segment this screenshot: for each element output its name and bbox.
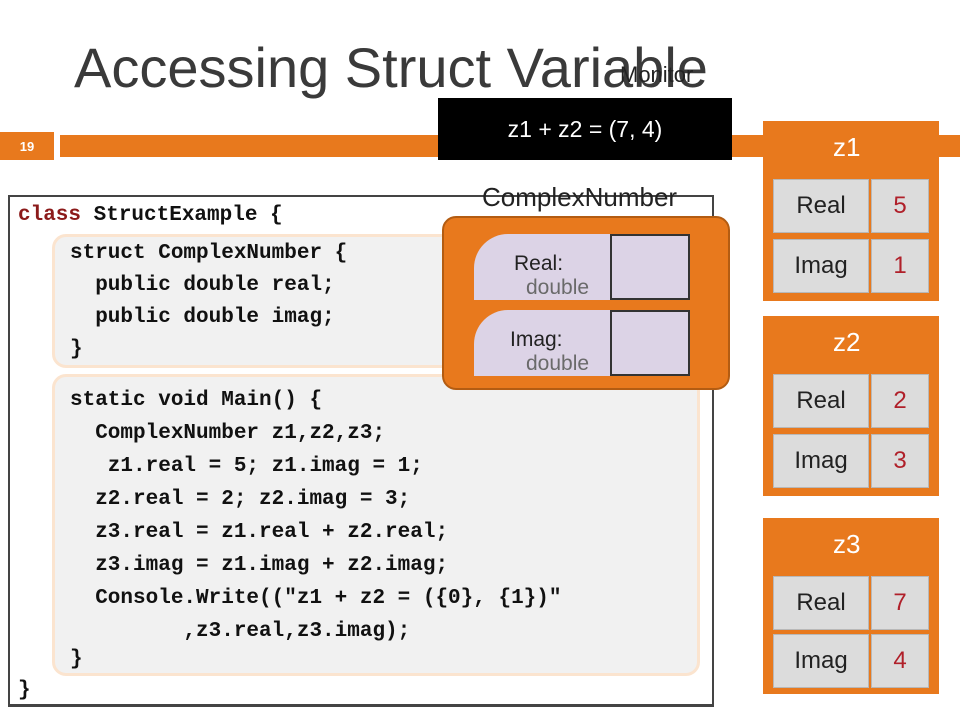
monitor-label: Monitor xyxy=(620,62,694,87)
variable-z3: z3 Real 7 Imag 4 xyxy=(763,518,939,694)
imag-value: 4 xyxy=(871,634,929,688)
real-label: Real xyxy=(773,374,869,428)
field-imag-name: Imag: xyxy=(510,328,563,351)
main-code-line: z3.real = z1.real + z2.real; xyxy=(70,521,449,544)
imag-value: 1 xyxy=(871,239,929,293)
field-real-type: double xyxy=(526,276,590,299)
real-value: 7 xyxy=(871,576,929,630)
class-keyword: class xyxy=(18,204,82,227)
main-code-line: static void Main() { xyxy=(70,389,323,412)
real-value: 5 xyxy=(871,179,929,233)
real-label: Real xyxy=(773,179,869,233)
struct-diagram-title: ComplexNumber xyxy=(482,182,678,212)
variable-name: z2 xyxy=(833,327,861,357)
field-real-name: Real: xyxy=(514,252,564,275)
variable-z1: z1 Real 5 Imag 1 xyxy=(763,121,939,301)
real-value: 2 xyxy=(871,374,929,428)
variable-z2: z2 Real 2 Imag 3 xyxy=(763,316,939,496)
field-real-tab xyxy=(474,234,612,300)
variable-name: z1 xyxy=(833,132,861,162)
main-code-line: Console.Write(("z1 + z2 = ({0}, {1})" xyxy=(70,587,562,610)
struct-code-line: public double real; xyxy=(70,274,335,297)
imag-label: Imag xyxy=(773,239,869,293)
struct-code-line: } xyxy=(70,338,83,361)
class-name: StructExample { xyxy=(81,204,283,227)
main-code-line: z2.real = 2; z2.imag = 3; xyxy=(70,488,411,511)
main-code-line: } xyxy=(70,648,83,671)
main-code-line: z3.imag = z1.imag + z2.imag; xyxy=(70,554,449,577)
real-label: Real xyxy=(773,576,869,630)
struct-code-block xyxy=(52,234,472,368)
imag-label: Imag xyxy=(773,634,869,688)
main-code-block xyxy=(52,374,700,676)
main-code-line: z1.real = 5; z1.imag = 1; xyxy=(70,455,423,478)
imag-label: Imag xyxy=(773,434,869,488)
main-code-line: ComplexNumber z1,z2,z3; xyxy=(70,422,386,445)
struct-code-line: public double imag; xyxy=(70,306,335,329)
struct-code-line: struct ComplexNumber { xyxy=(70,242,348,265)
slide-title: Accessing Struct Variable xyxy=(74,36,708,99)
monitor-output: z1 + z2 = (7, 4) xyxy=(438,98,732,160)
imag-value: 3 xyxy=(871,434,929,488)
main-code-line: ,z3.real,z3.imag); xyxy=(70,620,411,643)
class-closing-brace: } xyxy=(18,679,31,702)
class-declaration: class StructExample { xyxy=(18,200,283,232)
field-imag-type: double xyxy=(526,352,590,375)
field-real-slot xyxy=(610,234,690,300)
slide-number: 19 xyxy=(0,132,54,160)
struct-diagram: Real: double Imag: double xyxy=(442,216,730,390)
field-imag-tab xyxy=(474,310,612,376)
variable-name: z3 xyxy=(833,529,861,559)
field-imag-slot xyxy=(610,310,690,376)
